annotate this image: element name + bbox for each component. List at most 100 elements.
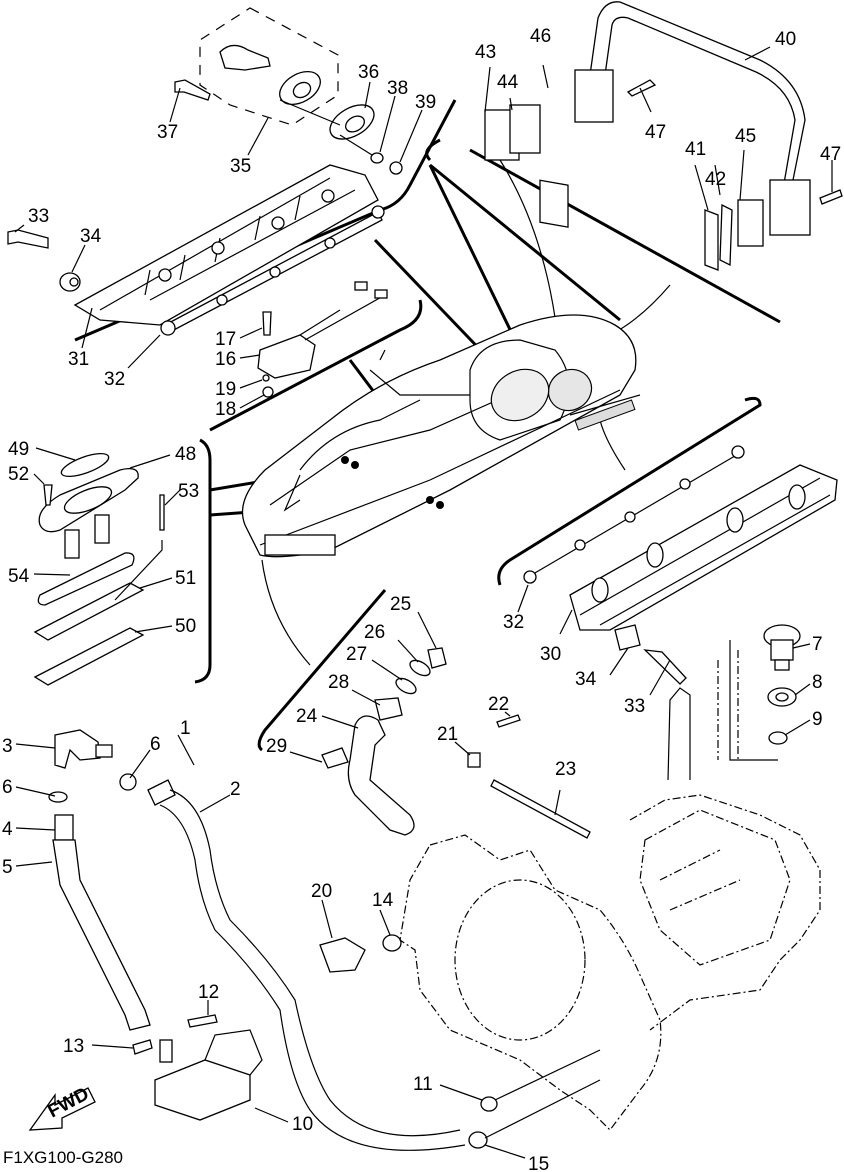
electrical-box-assembly <box>257 281 388 398</box>
callout-51: 51 <box>175 568 196 589</box>
plate-50 <box>33 627 145 686</box>
rivet-53 <box>159 494 165 531</box>
callout-48: 48 <box>175 444 196 465</box>
nut-14 <box>382 934 402 952</box>
washer-38 <box>370 152 384 164</box>
handle-bar-40 <box>589 1 806 196</box>
bolt-47-rear <box>819 189 843 205</box>
bilge-hose-assembly <box>48 729 601 1151</box>
clamp-13 <box>132 1039 153 1055</box>
callout-35: 35 <box>230 156 251 177</box>
figure-code: F1XG100-G280 <box>3 1148 123 1167</box>
watercraft-hull <box>241 314 641 558</box>
callout-40: 40 <box>775 29 796 50</box>
callout-32a: 32 <box>104 369 125 390</box>
bolt-28 <box>374 697 403 721</box>
leader-hull-3 <box>373 238 492 362</box>
spacer-45 <box>737 199 764 247</box>
left-rail-assembly <box>7 164 385 336</box>
callout-39: 39 <box>415 92 436 113</box>
callout-29: 29 <box>266 736 287 757</box>
bracket-24 <box>347 715 415 836</box>
callout-33b: 33 <box>624 696 645 717</box>
clamp-11 <box>480 1096 498 1112</box>
callout-20: 20 <box>311 881 332 902</box>
callout-45: 45 <box>735 126 756 147</box>
callout-leaders <box>14 46 833 1159</box>
plate-41 <box>704 209 719 271</box>
callout-49: 49 <box>8 439 29 460</box>
cable-clamp-assembly <box>467 714 591 839</box>
washer-26 <box>409 659 431 677</box>
arc-hull-rail-right <box>599 419 626 471</box>
drain-plug-top-assembly <box>174 7 403 175</box>
hose-end-4 <box>54 814 74 841</box>
callout-19: 19 <box>215 379 236 400</box>
rail-bolt-37 <box>174 79 211 101</box>
callout-15: 15 <box>528 1154 549 1172</box>
callout-6a: 6 <box>2 777 13 798</box>
callout-36: 36 <box>358 62 379 83</box>
callout-10: 10 <box>292 1114 313 1135</box>
callout-18: 18 <box>215 399 236 420</box>
callout-21: 21 <box>437 724 458 745</box>
cleat-cap-49 <box>60 452 110 478</box>
callout-24: 24 <box>296 706 318 727</box>
cover-20 <box>319 937 366 973</box>
callout-8: 8 <box>812 672 823 693</box>
clamp-15 <box>468 1131 488 1149</box>
callout-13: 13 <box>63 1036 84 1057</box>
callout-27: 27 <box>346 644 367 665</box>
dash-box-35 <box>199 7 339 126</box>
washer-27 <box>395 677 417 695</box>
hose-5 <box>52 839 151 1031</box>
boundary-rail-right <box>497 396 762 586</box>
forward-direction-arrow: FWD <box>28 1084 96 1131</box>
screw-52 <box>43 484 53 506</box>
callout-28: 28 <box>328 672 349 693</box>
rivet-22 <box>496 714 521 728</box>
callout-42: 42 <box>705 169 726 190</box>
box-10 <box>154 1059 251 1121</box>
callout-1: 1 <box>180 718 191 739</box>
fitting-3 <box>54 729 101 769</box>
hose-2-outer <box>169 789 461 1137</box>
right-rail-assembly <box>523 445 838 685</box>
callout-50: 50 <box>175 616 196 637</box>
boundary-electric-box <box>209 299 423 432</box>
bolt-29 <box>321 747 349 769</box>
callout-37: 37 <box>157 122 178 143</box>
fwd-label: FWD <box>44 1084 92 1123</box>
spacer-46 <box>539 179 569 228</box>
leader-hull-2 <box>429 163 621 322</box>
gasket-54 <box>37 552 135 606</box>
leader-hull-1 <box>428 164 522 351</box>
clip-21 <box>467 752 481 768</box>
callout-6b: 6 <box>150 734 161 755</box>
rail-bolt-33 <box>7 229 49 249</box>
handle-mount-rear <box>769 179 811 236</box>
callout-5: 5 <box>2 857 13 878</box>
boundary-handle <box>425 138 781 324</box>
callout-32b: 32 <box>503 612 524 633</box>
callout-34b: 34 <box>575 669 597 690</box>
callout-43: 43 <box>475 42 496 63</box>
engine-bed-housing <box>399 650 821 1131</box>
callout-9: 9 <box>812 709 823 730</box>
rod-32-right <box>523 570 537 584</box>
callout-labels: 1 2 3 4 5 6 6 7 8 9 10 11 12 13 14 15 16… <box>2 26 841 1172</box>
box-16 <box>257 334 316 379</box>
callout-7: 7 <box>812 634 823 655</box>
callout-41: 41 <box>685 139 706 160</box>
callout-25: 25 <box>390 594 411 615</box>
callout-11: 11 <box>413 1074 433 1095</box>
misc-clips <box>319 934 402 973</box>
boundary-cleat <box>194 438 212 684</box>
callout-53: 53 <box>178 481 199 502</box>
callout-2: 2 <box>230 779 241 800</box>
callout-30: 30 <box>540 644 561 665</box>
clamp-9 <box>768 731 788 745</box>
drain-plug-assembly <box>729 624 801 761</box>
callout-12: 12 <box>198 982 219 1003</box>
